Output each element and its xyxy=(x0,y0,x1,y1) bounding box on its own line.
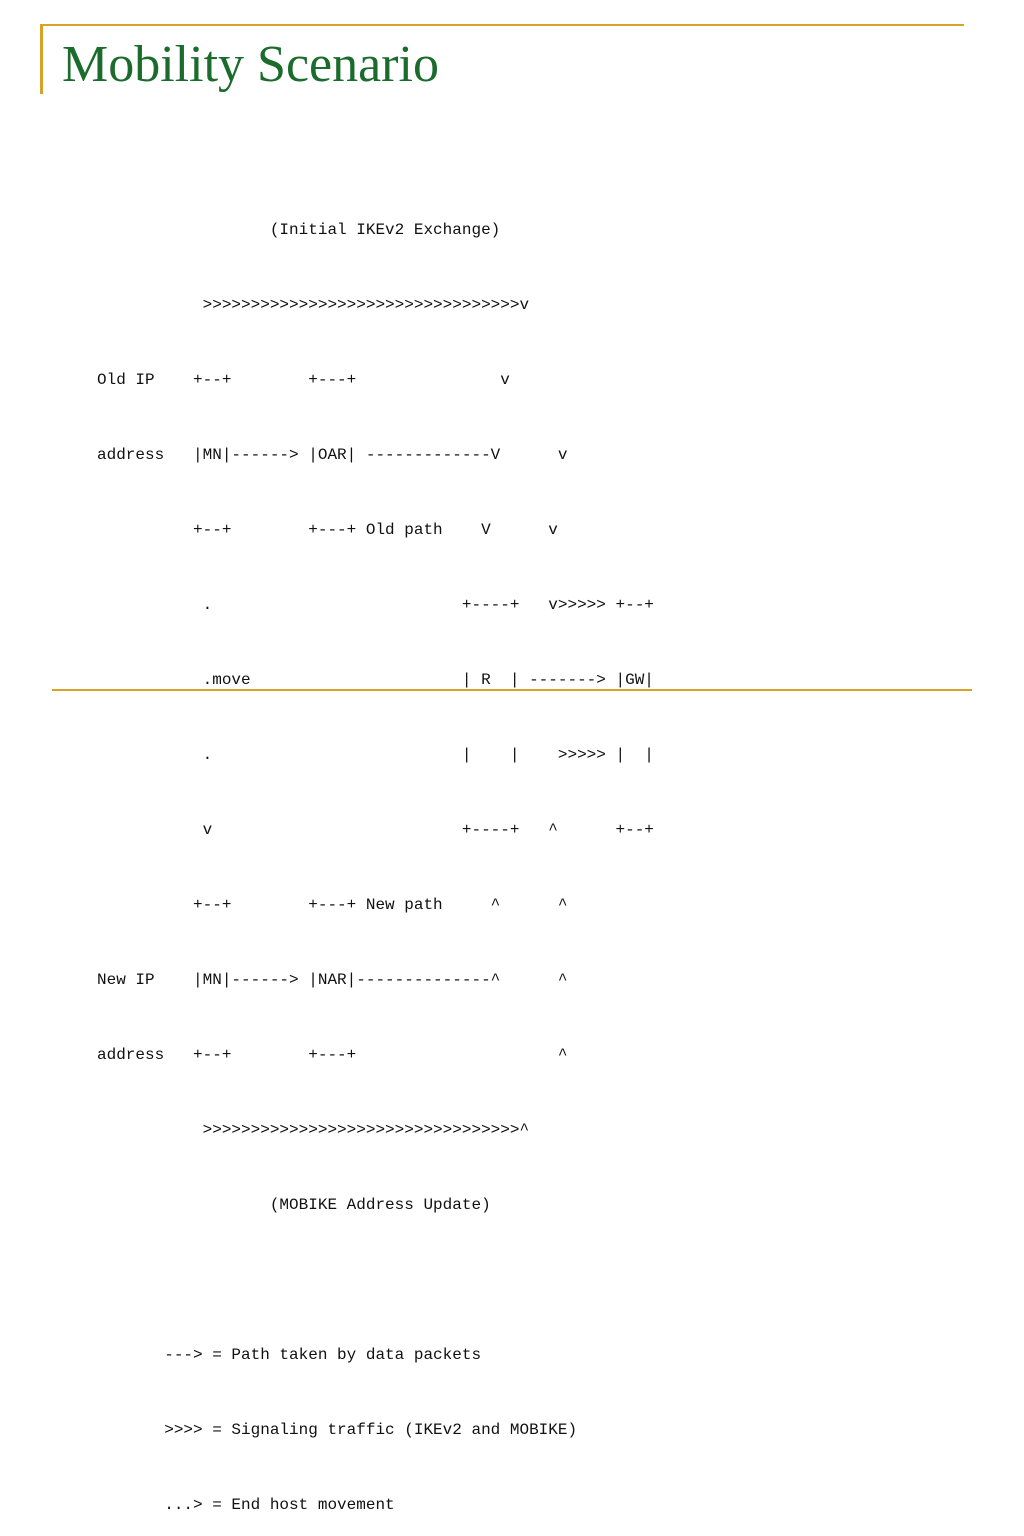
top-accent-line xyxy=(40,24,964,26)
diagram-line-new-ip-path: New IP |MN|------> |NAR|--------------^ … xyxy=(97,971,568,989)
diagram-line-new-path-label: +--+ +---+ New path ^ ^ xyxy=(97,896,568,914)
diagram-line-old-path-label: +--+ +---+ Old path V v xyxy=(97,521,558,539)
diagram-line-spacer xyxy=(97,1268,654,1293)
legend-signaling-traffic: >>>> = Signaling traffic (IKEv2 and MOBI… xyxy=(97,1421,578,1439)
diagram-line-move-gateway: .move | R | -------> |GW| xyxy=(97,671,654,689)
left-accent-line xyxy=(40,24,43,94)
bottom-accent-line xyxy=(52,689,972,691)
slide-title: Mobility Scenario xyxy=(62,36,439,93)
mobility-ascii-diagram: (Initial IKEv2 Exchange) >>>>>>>>>>>>>>>… xyxy=(97,168,654,1536)
slide: Mobility Scenario (Initial IKEv2 Exchang… xyxy=(40,24,972,1514)
diagram-line-router-middle: . | | >>>>> | | xyxy=(97,746,654,764)
legend-host-movement: ...> = End host movement xyxy=(97,1496,395,1514)
diagram-line-initial-exchange-label: (Initial IKEv2 Exchange) xyxy=(97,221,501,239)
diagram-line-router-bottom: v +----+ ^ +--+ xyxy=(97,821,654,839)
diagram-line-old-ip-path: address |MN|------> |OAR| -------------V… xyxy=(97,446,568,464)
diagram-line-new-ip-bottom: address +--+ +---+ ^ xyxy=(97,1046,568,1064)
diagram-line-router-top: . +----+ v>>>>> +--+ xyxy=(97,596,654,614)
diagram-line-old-ip-top: Old IP +--+ +---+ v xyxy=(97,371,510,389)
diagram-line-mobike-label: (MOBIKE Address Update) xyxy=(97,1196,491,1214)
diagram-line-initial-signaling: >>>>>>>>>>>>>>>>>>>>>>>>>>>>>>>>>v xyxy=(97,296,530,314)
legend-data-packets: ---> = Path taken by data packets xyxy=(97,1346,482,1364)
diagram-line-update-signaling: >>>>>>>>>>>>>>>>>>>>>>>>>>>>>>>>>^ xyxy=(97,1121,530,1139)
